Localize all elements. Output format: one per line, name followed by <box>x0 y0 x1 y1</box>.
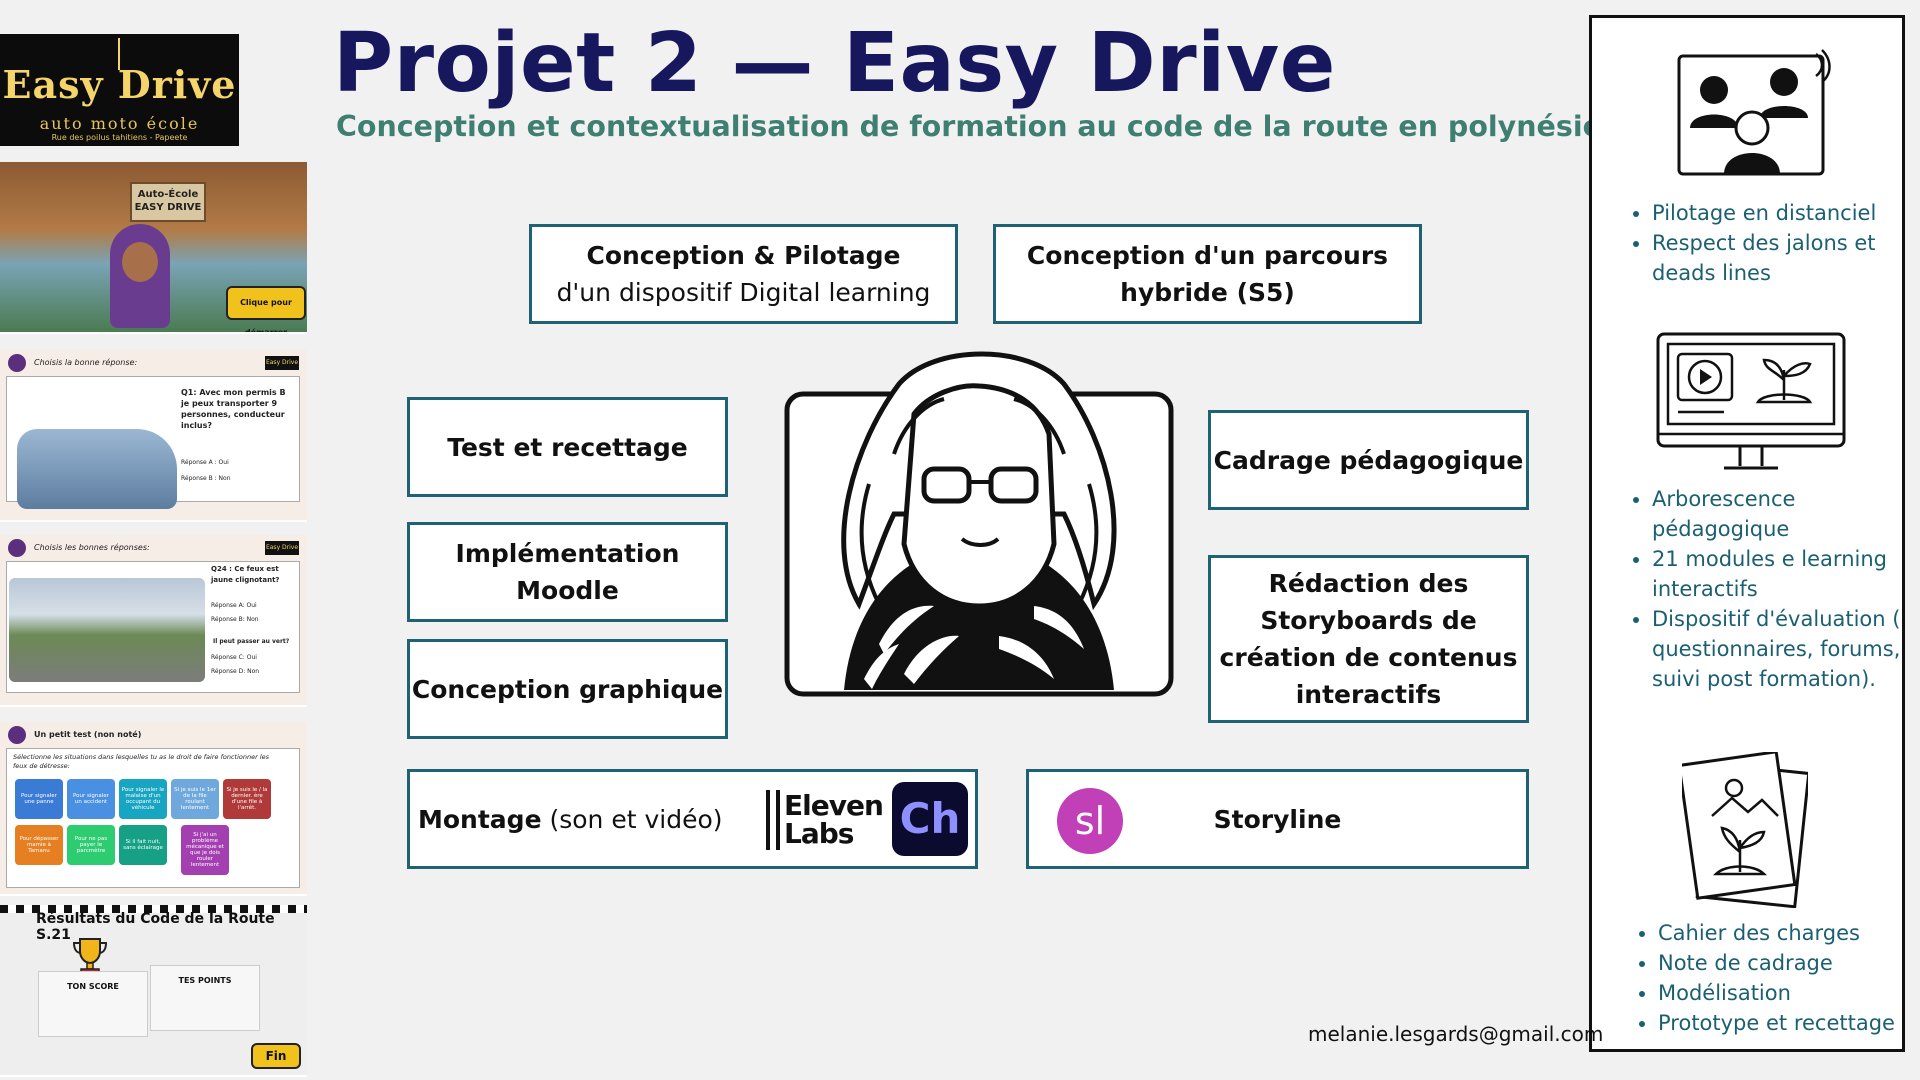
points-box: TES POINTS <box>150 965 260 1031</box>
elevenlabs-line1: Eleven <box>784 789 884 822</box>
list-cahier: Cahier des charges Note de cadrage Modél… <box>1632 918 1920 1038</box>
box-storyboards-line2: Storyboards de <box>1260 606 1477 635</box>
list-item: 21 modules e learning interactifs <box>1652 544 1920 604</box>
box-test-recettage: Test et recettage <box>407 397 728 497</box>
box-implementation-moodle: Implémentation Moodle <box>407 522 728 622</box>
contact-email: melanie.lesgards@gmail.com <box>1308 1022 1604 1046</box>
box-storyboards-line1: Rédaction des <box>1268 569 1469 598</box>
avatar <box>8 354 26 372</box>
document-illustration-icon <box>1682 752 1808 908</box>
quiz-tile: Pour signaler un accident <box>67 779 115 819</box>
quiz-instruction: Sélectionne les situations dans lesquell… <box>13 753 270 770</box>
thumbnail-quiz: Un petit test (non noté) Sélectionne les… <box>0 722 307 896</box>
box-conception-graphique: Conception graphique <box>407 639 728 739</box>
avatar <box>8 726 26 744</box>
list-pilotage: Pilotage en distanciel Respect des jalon… <box>1626 198 1920 288</box>
thumbnail-question-1: Choisis la bonne réponse: Easy Drive Q1:… <box>0 350 307 522</box>
box-cadrage-label: Cadrage pédagogique <box>1213 445 1524 475</box>
box-storyline: sl Storyline <box>1026 769 1529 869</box>
thumbnail-question-24: Choisis les bonnes réponses: Easy Drive … <box>0 535 307 707</box>
avatar <box>8 539 26 557</box>
list-item: Dispositif d'évaluation ( questionnaires… <box>1652 604 1920 694</box>
character-animator-icon: Ch <box>892 782 968 856</box>
box-conception-pilotage: Conception & Pilotage d'un dispositif Di… <box>529 224 958 324</box>
box-storyboards-line3: création de contenus <box>1219 643 1518 672</box>
quiz-tile: Pour ne pas payer le parcmètre <box>67 825 115 865</box>
montage-label: Montage (son et vidéo) <box>418 804 723 834</box>
results-title: Résultats du Code de la Route S.21 <box>36 911 275 943</box>
quiz-tile: Pour signaler le malaise d'un occupant d… <box>119 779 167 819</box>
list-item: Modélisation <box>1658 978 1920 1008</box>
elevenlabs-logo: Eleven Labs <box>766 790 884 850</box>
score-box: TON SCORE <box>38 971 148 1037</box>
fin-button: Fin <box>251 1043 301 1069</box>
storyline-label: Storyline <box>1213 804 1342 834</box>
thumbnail-home: Auto-École EASY DRIVE Clique pour démarr… <box>0 162 307 334</box>
quiz-tile: Pour signaler une panne <box>15 779 63 819</box>
logo-subtitle: auto moto école <box>39 114 200 133</box>
quiz-tile: Si j'ai un problème mécanique et que je … <box>181 825 229 875</box>
question-prompt: Choisis les bonnes réponses: <box>34 543 150 552</box>
box-moodle-line2: Moodle <box>516 576 619 605</box>
answer-c: Réponse C: Oui <box>211 654 257 661</box>
quiz-tile: Si je suis le 1er de la file roulant len… <box>171 779 219 819</box>
video-meeting-icon <box>1677 49 1831 176</box>
auto-ecole-sign: Auto-École EASY DRIVE <box>130 182 206 222</box>
logo-address: Rue des poilus tahitiens - Papeete <box>51 133 188 142</box>
quiz-tile: Si il fait nuit, sans éclairage <box>119 825 167 865</box>
road-image <box>9 578 205 682</box>
box-parcours-line1: Conception d'un parcours <box>1026 241 1389 270</box>
box-conception-pilotage-title: Conception & Pilotage <box>586 241 901 270</box>
box-test-recettage-label: Test et recettage <box>447 432 688 462</box>
answer-b: Réponse B: Non <box>211 616 259 623</box>
box-parcours-line2: hybride (S5) <box>1120 278 1295 307</box>
right-panel: Pilotage en distanciel Respect des jalon… <box>1589 15 1905 1052</box>
easy-drive-logo: Easy Drive auto moto école Rue des poilu… <box>0 34 239 146</box>
box-moodle-line1: Implémentation <box>455 539 680 568</box>
checkered-border <box>0 905 307 913</box>
list-arborescence: Arborescence pédagogique 21 modules e le… <box>1626 484 1920 694</box>
question-card: Q1: Avec mon permis B je peux transporte… <box>6 376 300 509</box>
answer-d: Réponse D: Non <box>211 668 260 675</box>
list-item: Cahier des charges <box>1658 918 1920 948</box>
van-image <box>17 429 177 509</box>
box-storyboards-line4: interactifs <box>1295 680 1442 709</box>
mini-logo: Easy Drive <box>265 356 299 370</box>
page-subtitle: Conception et contextualisation de forma… <box>336 110 1602 143</box>
question-text: Q1: Avec mon permis B je peux transporte… <box>181 388 286 430</box>
portrait-illustration <box>784 351 1174 697</box>
answer-a: Réponse A: Oui <box>211 602 257 609</box>
mini-logo: Easy Drive <box>265 541 299 555</box>
quiz-card: Sélectionne les situations dans lesquell… <box>6 748 300 888</box>
start-button: Clique pour démarrer <box>226 286 306 332</box>
question-card: Q24 : Ce feux est jaune clignotant? Répo… <box>6 561 300 693</box>
question-text: Q24 : Ce feux est jaune clignotant? <box>211 565 280 584</box>
thumbnail-results: Résultats du Code de la Route S.21 TON S… <box>0 905 307 1077</box>
answer-b: Réponse B : Non <box>181 475 231 482</box>
answer-a: Réponse A : Oui <box>181 459 229 466</box>
elevenlabs-line2: Labs <box>784 817 854 850</box>
elearning-screen-icon <box>1656 332 1846 470</box>
question-2-text: Il peut passer au vert? <box>213 638 290 645</box>
list-item: Arborescence pédagogique <box>1652 484 1920 544</box>
storyline-icon: sl <box>1057 788 1123 854</box>
box-storyboards: Rédaction des Storyboards de création de… <box>1208 555 1529 723</box>
quiz-tile: Si je suis le / la dernier. ère d'une fi… <box>223 779 271 819</box>
quiz-tile: Pour dépasser mamie à Tamanu <box>15 825 63 865</box>
page-title: Projet 2 — Easy Drive <box>333 16 1336 111</box>
list-item: Pilotage en distanciel <box>1652 198 1920 228</box>
list-item: Note de cadrage <box>1658 948 1920 978</box>
box-parcours-hybride: Conception d'un parcours hybride (S5) <box>993 224 1422 324</box>
logo-title: Easy Drive <box>2 62 237 107</box>
box-montage: Montage (son et vidéo) Eleven Labs Ch <box>407 769 978 869</box>
box-cadrage-pedagogique: Cadrage pédagogique <box>1208 410 1529 510</box>
box-conception-pilotage-text: d'un dispositif Digital learning <box>556 278 931 307</box>
logo-arrow-icon <box>118 38 120 70</box>
box-graphique-label: Conception graphique <box>411 674 724 704</box>
list-item: Prototype et recettage <box>1658 1008 1920 1038</box>
quiz-title: Un petit test (non noté) <box>34 730 142 739</box>
character-face <box>122 242 158 282</box>
question-prompt: Choisis la bonne réponse: <box>34 358 138 367</box>
list-item: Respect des jalons et deads lines <box>1652 228 1920 288</box>
